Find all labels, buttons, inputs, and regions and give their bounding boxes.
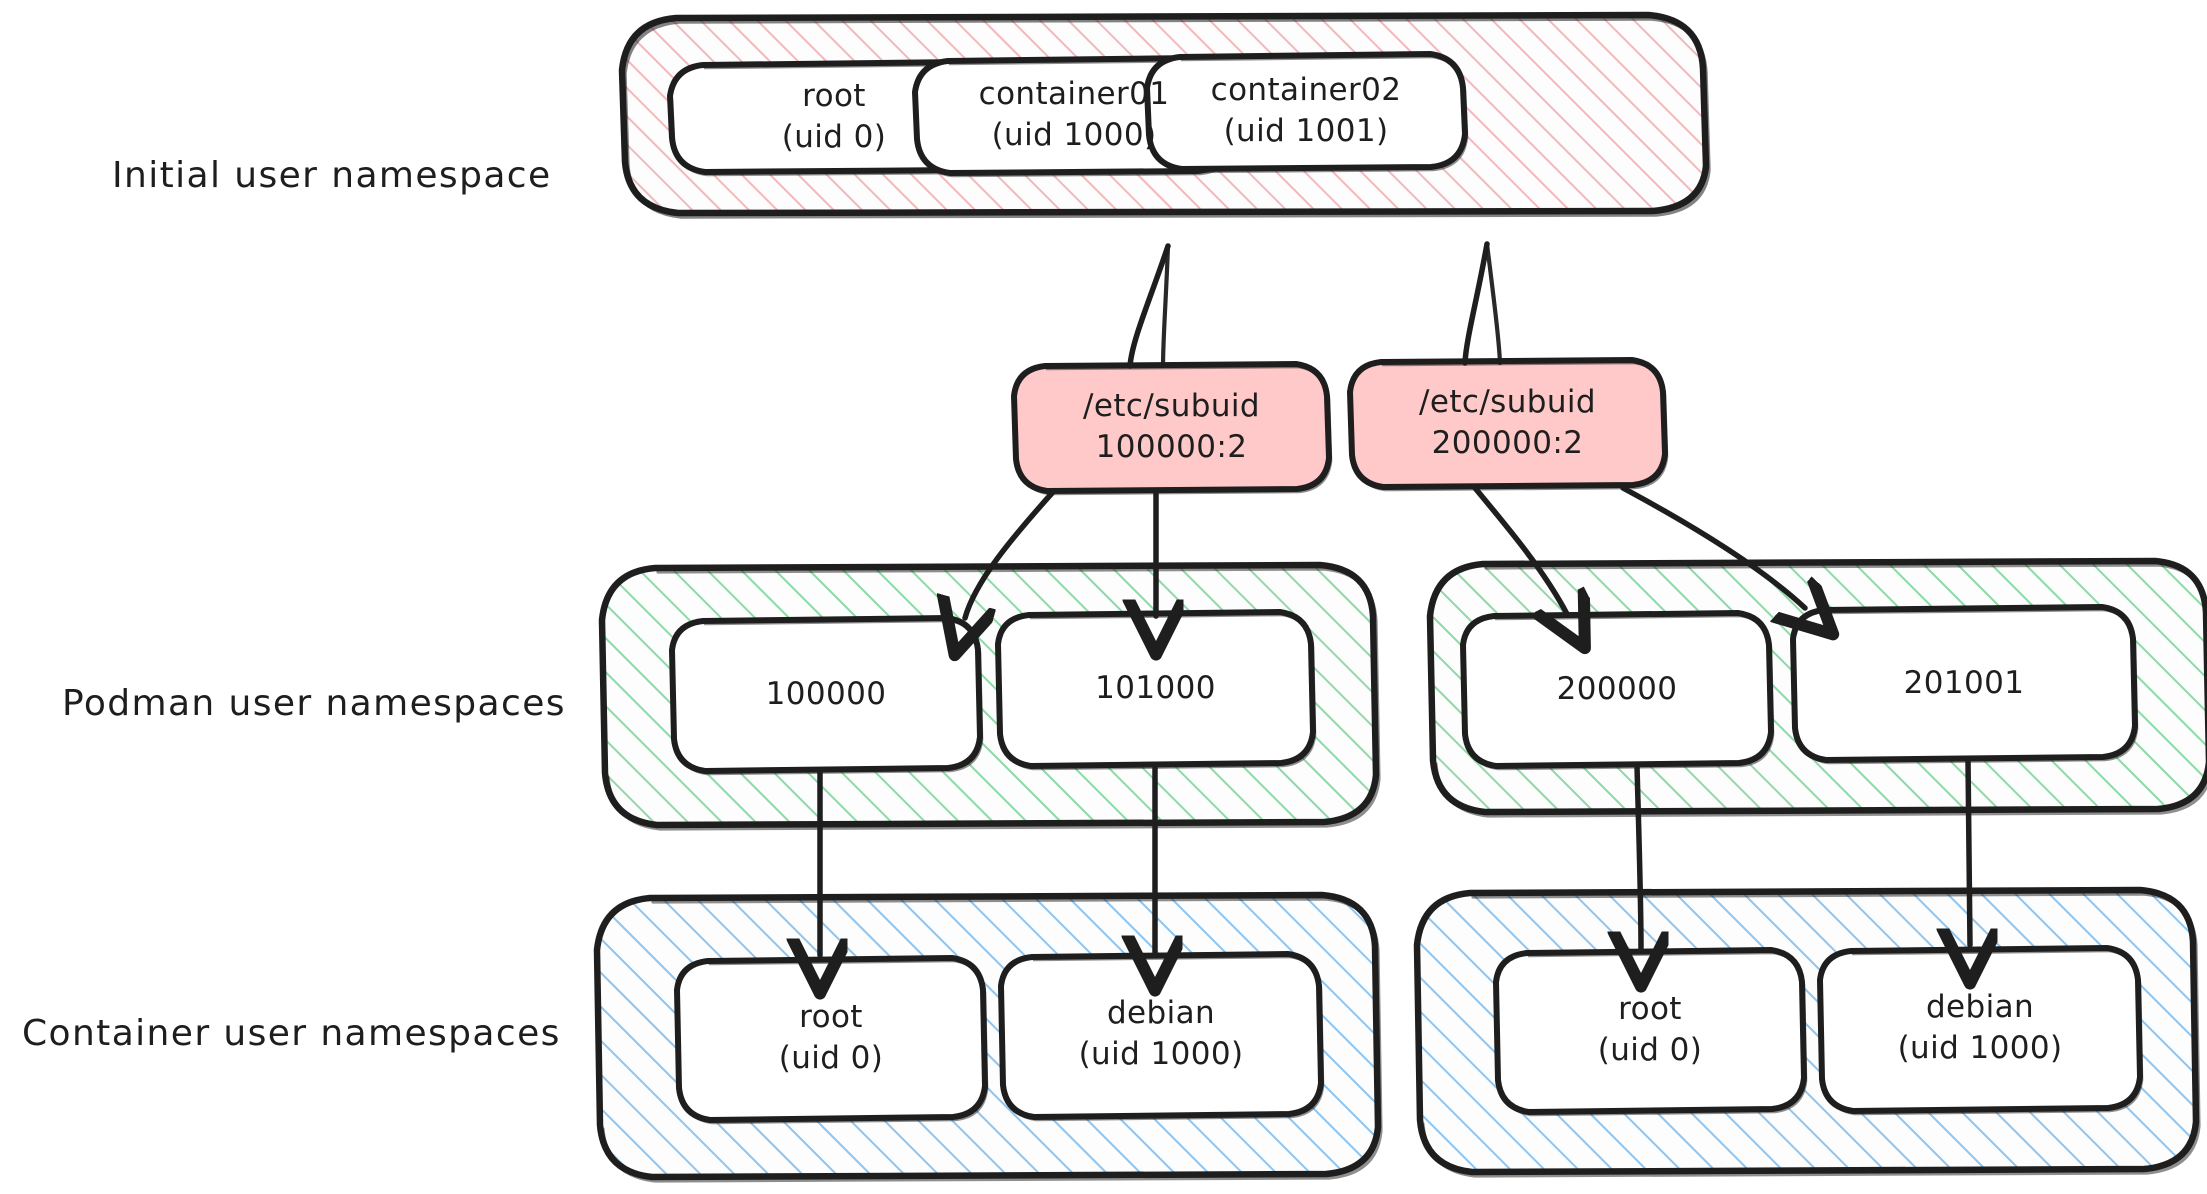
row-label-container-user-namespaces: Container user namespaces (22, 1013, 561, 1054)
node-c1-root[interactable] (674, 955, 989, 1125)
edge-container02-to-subuid02-shadow (1484, 241, 1503, 366)
row-label-initial-user-namespace: Initial user namespace (112, 155, 552, 196)
node-c2-debian[interactable] (1817, 945, 2144, 1116)
edge-container01-to-subuid01-shadow (1160, 243, 1171, 369)
row-label-podman-user-namespaces: Podman user namespaces (62, 683, 566, 724)
edge-container01-to-subuid01 (1127, 243, 1171, 369)
edge-layer (820, 241, 1970, 955)
node-subuid-01[interactable] (1011, 361, 1333, 496)
node-subuid-02[interactable] (1347, 357, 1669, 492)
node-podman-100000[interactable] (669, 615, 984, 776)
edge-subuid02-to-podman201001 (1620, 485, 1805, 608)
node-podman-200000[interactable] (1460, 610, 1775, 771)
edge-container02-to-subuid02 (1462, 241, 1490, 366)
node-c1-debian[interactable] (998, 951, 1325, 1122)
edge-podman200000-to-c2root (1637, 763, 1641, 948)
edge-subuid01-to-podman100000 (965, 489, 1056, 618)
edge-subuid02-to-podman200000 (1472, 485, 1567, 614)
node-host-container02[interactable] (1144, 51, 1469, 174)
node-c2-root[interactable] (1493, 947, 1808, 1117)
node-podman-101000[interactable] (995, 609, 1317, 771)
edge-podman201001-to-c2debian (1968, 757, 1970, 945)
node-podman-201001[interactable] (1790, 604, 2139, 765)
